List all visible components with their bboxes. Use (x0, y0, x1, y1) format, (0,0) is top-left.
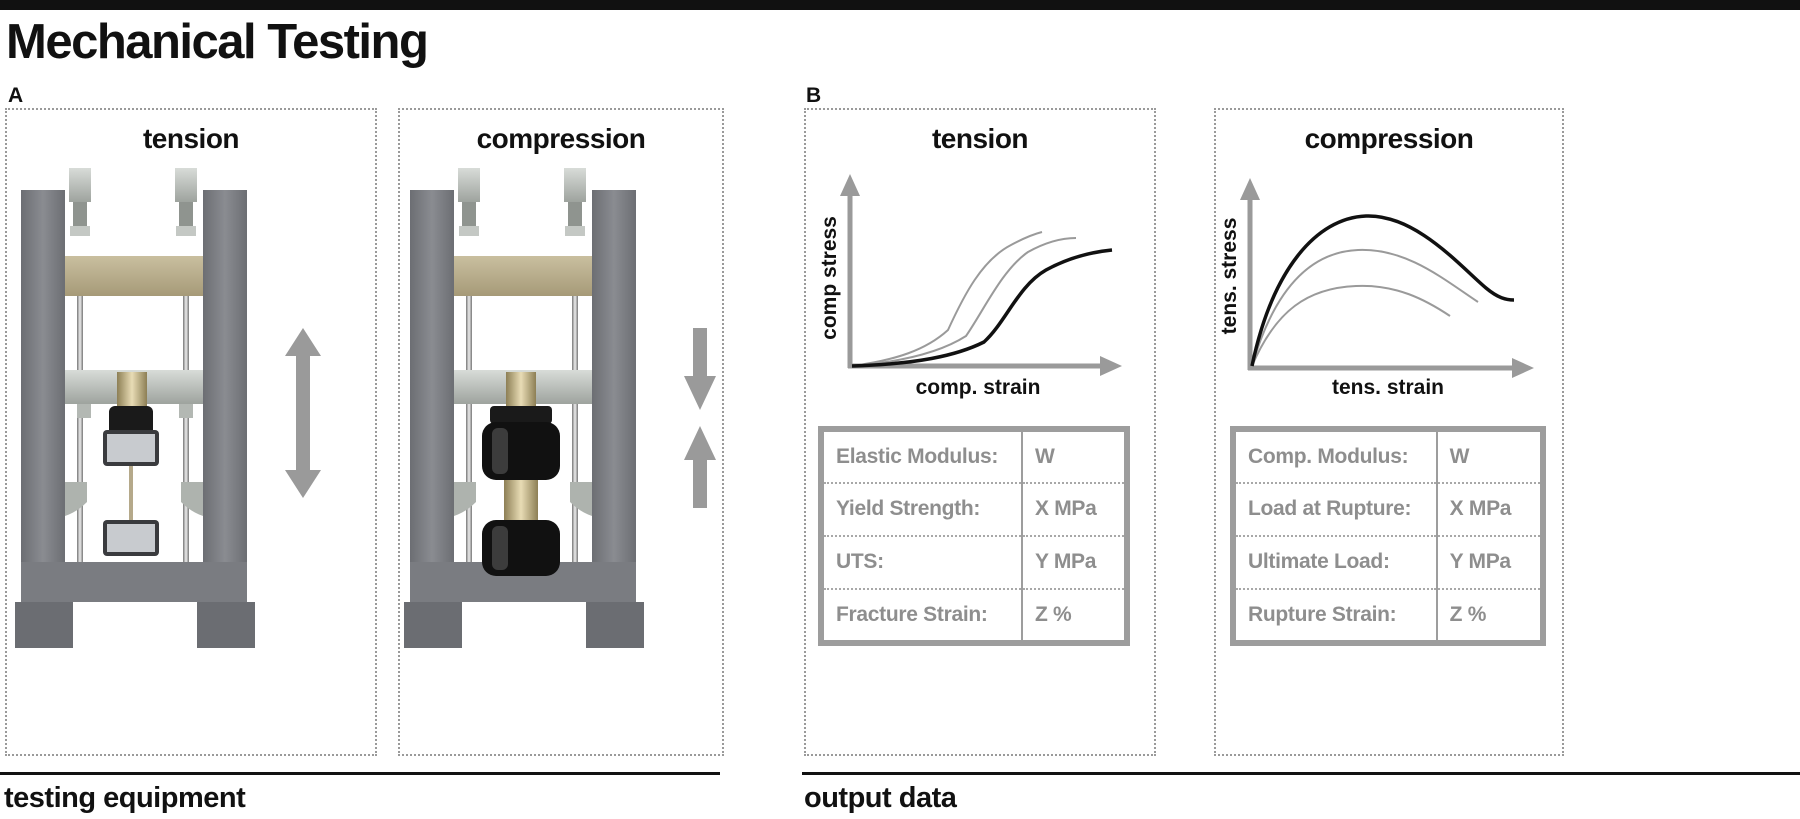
property-value: W (1435, 432, 1540, 484)
property-name: UTS: (824, 535, 1022, 591)
compression-output-box: compression tens. stress tens. strain Co… (1214, 108, 1564, 756)
stress-strain-curves (851, 231, 1113, 368)
table-row: Elastic Modulus:W (824, 432, 1124, 484)
property-name: Yield Strength: (824, 482, 1022, 537)
tension-equipment-box: tension (5, 108, 377, 756)
panel-b-separator (802, 772, 1800, 775)
panel-b-footer: output data (804, 782, 957, 814)
property-value: Z % (1435, 589, 1540, 640)
property-value: X MPa (1021, 482, 1124, 537)
table-row: Comp. Modulus:W (1236, 432, 1540, 484)
tension-output-label: tension (931, 123, 1029, 154)
tension-properties-table: Elastic Modulus:W Yield Strength:X MPa U… (818, 426, 1130, 646)
stress-strain-curves (1250, 214, 1515, 367)
table-row: Load at Rupture:X MPa (1236, 482, 1540, 537)
upper-actuators (69, 168, 197, 236)
tension-curve-plot: comp stress comp. strain (818, 174, 1122, 399)
plot-axes (1240, 178, 1534, 378)
compression-arrows (684, 328, 716, 508)
property-name: Fracture Strain: (836, 603, 988, 626)
compression-equipment-label: compression (476, 123, 646, 154)
table-row: Rupture Strain: Z % (1236, 589, 1540, 640)
tensile-grips (103, 406, 159, 556)
property-name: Comp. Modulus: (1236, 432, 1437, 484)
machine-frame (404, 190, 644, 648)
tension-double-arrow (285, 328, 321, 498)
table-row: UTS:Y MPa (824, 535, 1124, 591)
upper-crosshead (65, 256, 203, 296)
machine-frame (15, 190, 255, 648)
lower-fixtures (454, 482, 592, 516)
figure-title: Mechanical Testing (6, 15, 429, 69)
property-name: Ultimate Load: (1236, 535, 1437, 591)
property-value: Z % (1021, 589, 1124, 640)
property-value: W (1021, 432, 1124, 484)
compression-equipment-box: compression (398, 108, 724, 756)
property-value: Y MPa (1021, 535, 1124, 591)
compression-machine-illustration (404, 168, 644, 648)
plot-axes (840, 174, 1122, 376)
compression-output-label: compression (1304, 123, 1474, 154)
tension-output-box: tension comp stress comp. strain Elastic… (804, 108, 1156, 756)
compression-curve-plot: tens. stress tens. strain (1218, 178, 1534, 399)
guide-rods (466, 296, 578, 562)
table-row: Fracture Strain: Z % (824, 589, 1124, 640)
guide-rods (77, 296, 189, 562)
property-value: X MPa (1435, 482, 1540, 537)
property-value: Y MPa (1435, 535, 1540, 591)
y-axis-label: tens. stress (1218, 218, 1241, 335)
lower-fixtures (65, 482, 203, 516)
compression-platens (482, 406, 560, 576)
moving-crosshead (454, 370, 592, 406)
property-name: Rupture Strain: (1248, 603, 1397, 626)
upper-crosshead (454, 256, 592, 296)
table-row: Ultimate Load:Y MPa (1236, 535, 1540, 591)
panel-a-footer: testing equipment (4, 782, 246, 814)
top-rule (0, 0, 1800, 10)
moving-crosshead (65, 370, 203, 418)
property-name: Elastic Modulus: (824, 432, 1022, 484)
panel-b-letter: B (806, 84, 822, 107)
compression-properties-table: Comp. Modulus:W Load at Rupture:X MPa Ul… (1230, 426, 1546, 646)
panel-a-letter: A (8, 84, 24, 107)
y-axis-label: comp stress (818, 216, 841, 340)
x-axis-label: tens. strain (1332, 376, 1444, 399)
x-axis-label: comp. strain (916, 376, 1041, 399)
property-name: Load at Rupture: (1236, 482, 1437, 537)
tension-machine-illustration (15, 168, 255, 648)
table-row: Yield Strength:X MPa (824, 482, 1124, 537)
tension-equipment-label: tension (142, 123, 240, 154)
upper-actuators (458, 168, 586, 236)
panel-a-separator (0, 772, 720, 775)
